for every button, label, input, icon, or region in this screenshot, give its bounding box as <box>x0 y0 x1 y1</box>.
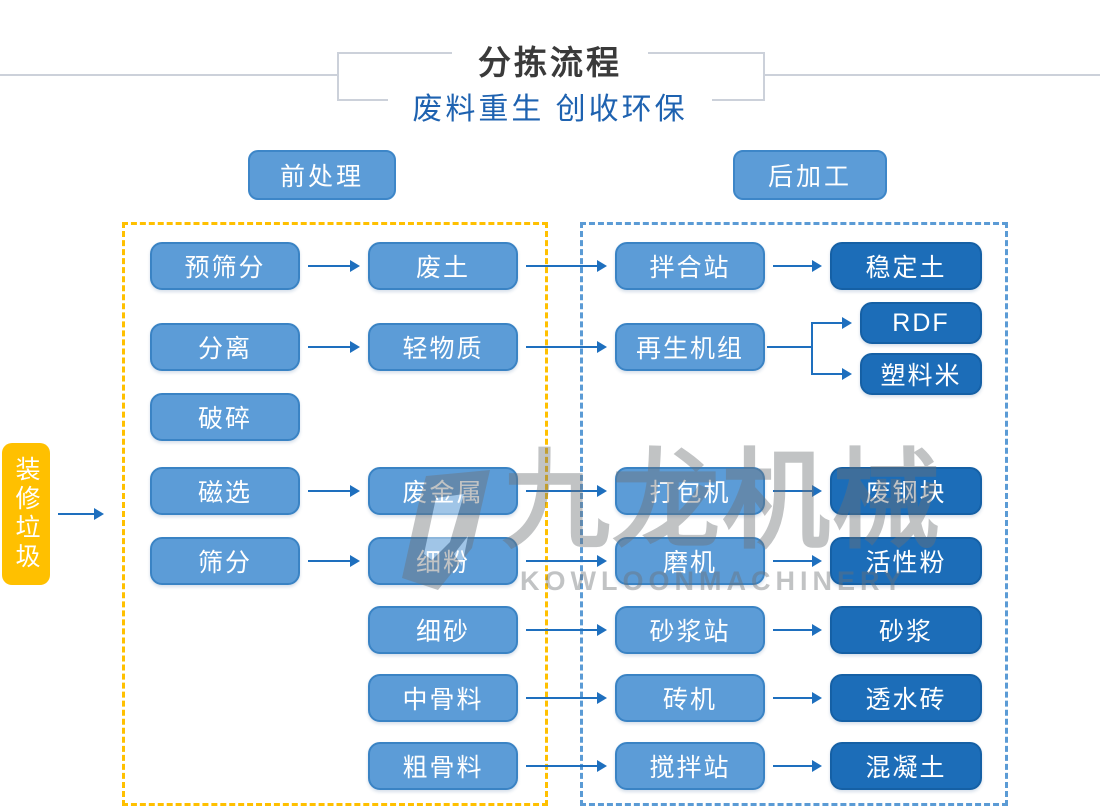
arrow-regeneration-unit-plastic-pellets-riser <box>811 346 813 375</box>
node-separation: 分离 <box>150 323 300 371</box>
node-pre-screening: 预筛分 <box>150 242 300 290</box>
arrow-mortar-station-mortar-head <box>812 624 822 636</box>
pre-processing-label: 前处理 <box>248 150 396 200</box>
node-fine-sand: 细砂 <box>368 606 518 654</box>
node-coarse-aggregate: 粗骨料 <box>368 742 518 790</box>
node-baler: 打包机 <box>615 467 765 515</box>
arrow-pre-screening-waste-soil-head <box>350 260 360 272</box>
arrow-fine-powder-mill-line <box>526 560 599 562</box>
arrow-magnetic-separation-scrap-metal-head <box>350 485 360 497</box>
arrow-mill-active-powder-line <box>773 560 814 562</box>
arrow-pre-screening-waste-soil-line <box>308 265 352 267</box>
node-scrap-steel-block: 废钢块 <box>830 467 982 515</box>
node-active-powder: 活性粉 <box>830 537 982 585</box>
arrow-regeneration-unit-rdf-line <box>812 322 844 324</box>
header-bracket-right <box>763 52 765 101</box>
arrow-baler-scrap-steel-block-line <box>773 490 814 492</box>
pre-processing-zone <box>122 222 548 806</box>
arrow-screening-fine-powder-head <box>350 555 360 567</box>
arrow-scrap-metal-baler-line <box>526 490 599 492</box>
arrow-brick-machine-permeable-brick-head <box>812 692 822 704</box>
node-concrete: 混凝土 <box>830 742 982 790</box>
node-mill: 磨机 <box>615 537 765 585</box>
arrow-fine-sand-mortar-station-head <box>597 624 607 636</box>
arrow-regeneration-unit-plastic-pellets-line <box>812 373 844 375</box>
arrow-light-material-regeneration-unit-head <box>597 341 607 353</box>
arrow-concrete-mixing-station-concrete-head <box>812 760 822 772</box>
arrow-brick-machine-permeable-brick-line <box>773 697 814 699</box>
node-scrap-metal: 废金属 <box>368 467 518 515</box>
arrow-waste-soil-mixing-station-head <box>597 260 607 272</box>
arrow-magnetic-separation-scrap-metal-line <box>308 490 352 492</box>
arrow-separation-light-material-head <box>350 341 360 353</box>
arrow-fine-sand-mortar-station-line <box>526 629 599 631</box>
arrow-source-box-zone-head <box>94 508 104 520</box>
arrow-mixing-station-stabilized-soil-head <box>812 260 822 272</box>
arrow-mortar-station-mortar-line <box>773 629 814 631</box>
subtitle-line-right <box>712 99 765 101</box>
node-medium-aggregate: 中骨料 <box>368 674 518 722</box>
arrow-coarse-aggregate-concrete-mixing-station-head <box>597 760 607 772</box>
header-line-left <box>0 74 337 76</box>
arrow-mixing-station-stabilized-soil-line <box>773 265 814 267</box>
subtitle-line-left <box>337 99 388 101</box>
arrow-scrap-metal-baler-head <box>597 485 607 497</box>
arrow-fine-powder-mill-head <box>597 555 607 567</box>
node-mortar-station: 砂浆站 <box>615 606 765 654</box>
title-line-right <box>648 52 765 54</box>
arrow-medium-aggregate-brick-machine-head <box>597 692 607 704</box>
node-screening: 筛分 <box>150 537 300 585</box>
node-brick-machine: 砖机 <box>615 674 765 722</box>
node-light-material: 轻物质 <box>368 323 518 371</box>
arrow-regeneration-unit-rdf-riser <box>811 322 813 348</box>
node-mixing-station: 拌合站 <box>615 242 765 290</box>
arrow-concrete-mixing-station-concrete-line <box>773 765 814 767</box>
source-renovation-waste: 装修垃圾 <box>2 443 50 585</box>
node-stabilized-soil: 稳定土 <box>830 242 982 290</box>
arrow-separation-light-material-line <box>308 346 352 348</box>
page-subtitle: 废料重生 创收环保 <box>412 93 688 126</box>
header-line-right <box>765 74 1100 76</box>
node-fine-powder: 细粉 <box>368 537 518 585</box>
node-crushing: 破碎 <box>150 393 300 441</box>
page-title: 分拣流程 <box>478 44 622 81</box>
arrow-regeneration-unit-plastic-pellets-stem <box>767 346 812 348</box>
arrow-light-material-regeneration-unit-line <box>526 346 599 348</box>
arrow-screening-fine-powder-line <box>308 560 352 562</box>
arrow-source-box-zone-line <box>58 513 96 515</box>
arrow-regeneration-unit-plastic-pellets-head <box>842 368 852 380</box>
arrow-medium-aggregate-brick-machine-line <box>526 697 599 699</box>
post-processing-zone <box>580 222 1008 806</box>
node-waste-soil: 废土 <box>368 242 518 290</box>
node-permeable-brick: 透水砖 <box>830 674 982 722</box>
arrow-coarse-aggregate-concrete-mixing-station-line <box>526 765 599 767</box>
node-plastic-pellets: 塑料米 <box>860 353 982 395</box>
arrow-mill-active-powder-head <box>812 555 822 567</box>
arrow-waste-soil-mixing-station-line <box>526 265 599 267</box>
arrow-regeneration-unit-rdf-head <box>842 317 852 329</box>
node-concrete-mixing-station: 搅拌站 <box>615 742 765 790</box>
header-bracket-left <box>337 52 339 101</box>
node-magnetic-separation: 磁选 <box>150 467 300 515</box>
node-rdf: RDF <box>860 302 982 344</box>
node-regeneration-unit: 再生机组 <box>615 323 765 371</box>
arrow-baler-scrap-steel-block-head <box>812 485 822 497</box>
post-processing-label: 后加工 <box>733 150 887 200</box>
node-mortar: 砂浆 <box>830 606 982 654</box>
title-line-left <box>337 52 452 54</box>
